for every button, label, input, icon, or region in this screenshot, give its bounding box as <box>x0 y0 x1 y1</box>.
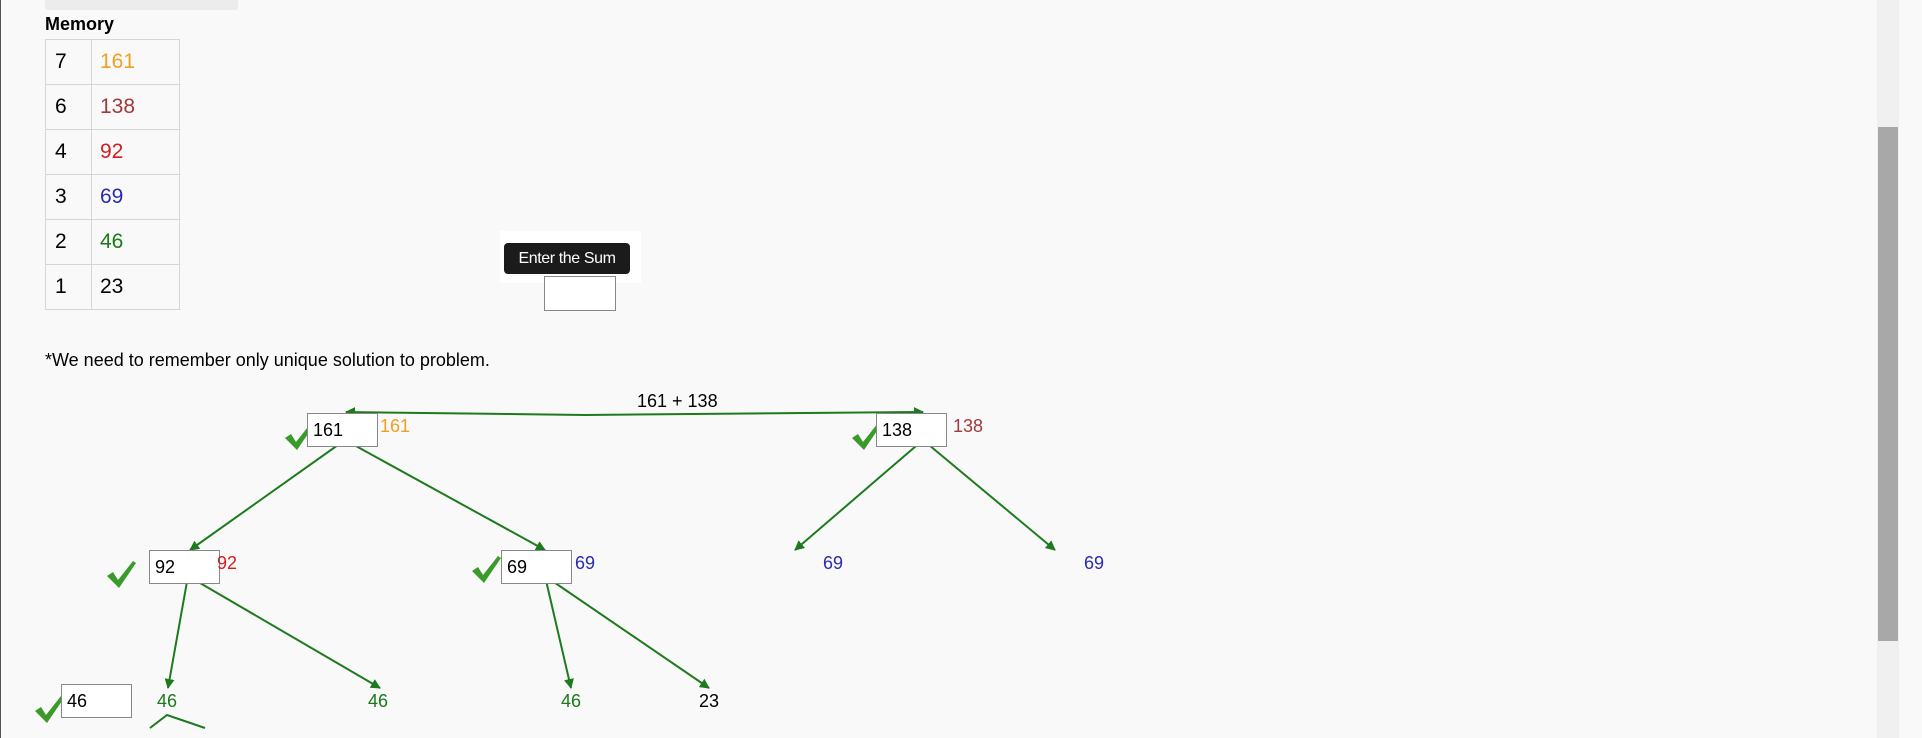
node-box-46: 46 <box>61 684 132 718</box>
edge-69-46 <box>544 575 574 689</box>
check-icon <box>472 556 501 583</box>
check-icon <box>107 561 136 588</box>
top-tab <box>45 0 238 10</box>
edge-138-69b <box>922 439 1056 551</box>
node-label-46: 46 <box>157 691 178 711</box>
check-icon <box>852 423 881 450</box>
edge-92-46b <box>187 575 381 689</box>
memory-index: 7 <box>45 39 92 85</box>
node-label-138: 138 <box>953 416 984 436</box>
edge-top-left <box>345 407 586 418</box>
scrollbar-thumb[interactable] <box>1878 127 1898 641</box>
edge-161-92 <box>189 439 346 551</box>
node-label-46: 46 <box>368 691 389 711</box>
node-box-92: 92 <box>149 550 220 584</box>
node-label-69: 69 <box>823 553 844 573</box>
edge-138-69a <box>794 439 924 551</box>
tree-top-label: 161 + 138 <box>637 391 718 411</box>
node-label-92: 92 <box>217 553 238 573</box>
memory-title: Memory <box>45 14 115 34</box>
sum-input[interactable] <box>544 276 616 311</box>
sum-label: Enter the Sum <box>504 243 630 274</box>
check-icon <box>285 423 314 450</box>
edge-161-69 <box>344 439 546 551</box>
edge-92-46a <box>164 575 189 689</box>
node-label-23: 23 <box>699 691 720 711</box>
node-label-69: 69 <box>575 553 596 573</box>
node-box-161: 161 <box>307 413 378 447</box>
edge-top-right <box>584 407 924 418</box>
node-box-138: 138 <box>876 413 947 447</box>
node-label-69: 69 <box>1084 553 1105 573</box>
memory-value: 69 <box>91 174 180 220</box>
memory-value: 92 <box>91 129 180 175</box>
node-box-69: 69 <box>501 550 572 584</box>
page-left-border <box>0 0 1 738</box>
edge-46-partial <box>149 713 206 729</box>
check-icon <box>35 696 64 723</box>
memory-index: 3 <box>45 174 92 220</box>
node-label-46: 46 <box>561 691 582 711</box>
note-text: *We need to remember only unique solutio… <box>45 350 490 370</box>
edge-69-23 <box>544 575 710 689</box>
memory-value: 23 <box>91 264 180 310</box>
node-label-161: 161 <box>380 416 411 436</box>
memory-value: 138 <box>91 84 180 130</box>
memory-value: 161 <box>91 39 180 85</box>
